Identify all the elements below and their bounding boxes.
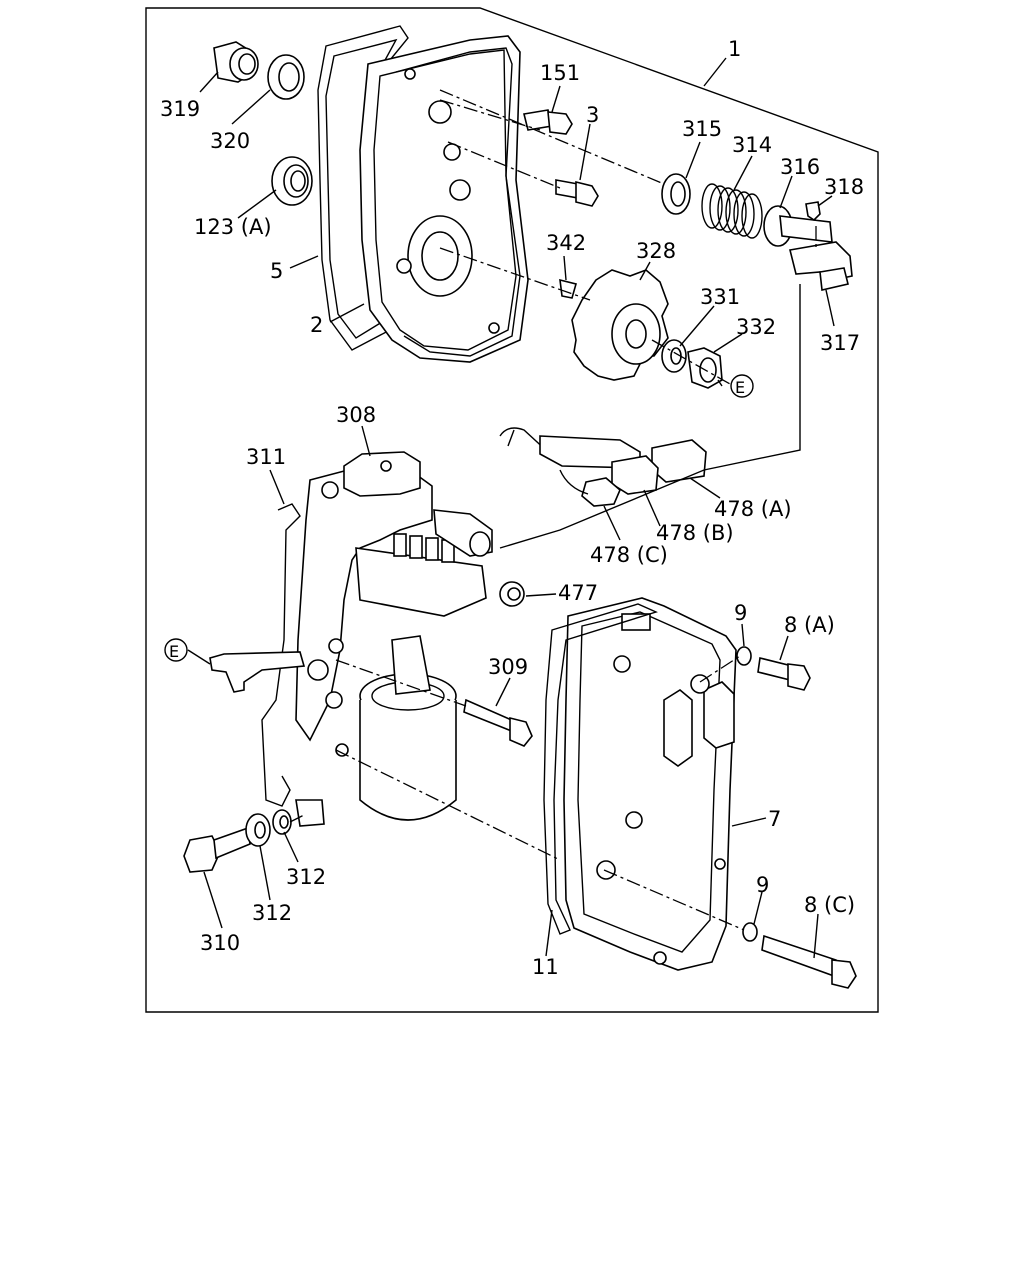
callout-315: 315 bbox=[682, 117, 722, 141]
callout-8c: 8 (C) bbox=[804, 893, 855, 917]
callout-1: 1 bbox=[728, 37, 741, 61]
bolt-8c bbox=[761, 934, 857, 989]
diagram-frame bbox=[145, 7, 879, 1013]
leader-lines bbox=[187, 57, 835, 959]
wire-harness-478 bbox=[499, 427, 707, 507]
callout-311: 311 bbox=[246, 445, 286, 469]
callout-312-left: 312 bbox=[252, 901, 292, 925]
cover-7 bbox=[563, 597, 737, 971]
oil-seal-123a bbox=[271, 156, 313, 206]
callout-123a: 123 (A) bbox=[194, 215, 272, 239]
washer-312-small bbox=[272, 809, 292, 835]
nut-477 bbox=[499, 581, 525, 607]
bolt-3 bbox=[555, 179, 599, 207]
shaft-316 bbox=[763, 205, 833, 247]
callout-e-lower: E bbox=[169, 642, 179, 661]
gasket-11 bbox=[543, 603, 658, 935]
callout-318: 318 bbox=[824, 175, 864, 199]
callout-317: 317 bbox=[820, 331, 860, 355]
callout-9-upper: 9 bbox=[734, 601, 747, 625]
callout-151: 151 bbox=[540, 61, 580, 85]
callout-320: 320 bbox=[210, 129, 250, 153]
callout-labels: 1 151 3 315 314 316 318 319 320 123 (A) … bbox=[160, 37, 864, 979]
actuator-assembly-308 bbox=[295, 451, 493, 827]
washer-9-lower bbox=[742, 922, 758, 942]
callout-319: 319 bbox=[160, 97, 200, 121]
washer-312-large bbox=[245, 813, 271, 847]
callout-2: 2 bbox=[310, 313, 323, 337]
washer-9-upper bbox=[736, 646, 752, 666]
callout-342: 342 bbox=[546, 231, 586, 255]
sensor-317 bbox=[789, 241, 853, 291]
callout-5: 5 bbox=[270, 259, 283, 283]
callout-477: 477 bbox=[558, 581, 598, 605]
callout-8a: 8 (A) bbox=[784, 613, 835, 637]
callout-3: 3 bbox=[586, 103, 599, 127]
callout-478c: 478 (C) bbox=[590, 543, 668, 567]
gasket-311 bbox=[261, 503, 301, 807]
spring-314 bbox=[701, 183, 763, 239]
callout-328: 328 bbox=[636, 239, 676, 263]
callout-e-upper: E bbox=[735, 378, 745, 397]
callout-478a: 478 (A) bbox=[714, 497, 792, 521]
washer-320 bbox=[267, 54, 305, 100]
bolt-310 bbox=[183, 826, 251, 873]
callout-312-right: 312 bbox=[286, 865, 326, 889]
retaining-ring-315 bbox=[661, 173, 691, 215]
gasket-5 bbox=[317, 25, 409, 351]
callout-11: 11 bbox=[532, 955, 559, 979]
callout-308: 308 bbox=[336, 403, 376, 427]
callout-316: 316 bbox=[780, 155, 820, 179]
callout-309: 309 bbox=[488, 655, 528, 679]
callout-478b: 478 (B) bbox=[656, 521, 734, 545]
housing-2 bbox=[359, 35, 529, 363]
nut-332 bbox=[687, 347, 723, 389]
plug-319 bbox=[213, 41, 259, 83]
key-342 bbox=[559, 278, 577, 299]
callout-314: 314 bbox=[732, 133, 772, 157]
bolt-309 bbox=[463, 698, 533, 747]
screw-318 bbox=[805, 201, 821, 222]
rotor-328 bbox=[571, 269, 669, 381]
marker-e-upper bbox=[730, 374, 754, 398]
callout-331: 331 bbox=[700, 285, 740, 309]
marker-e-lower bbox=[164, 638, 188, 662]
callout-7: 7 bbox=[768, 807, 781, 831]
washer-331 bbox=[661, 339, 687, 373]
callout-332: 332 bbox=[736, 315, 776, 339]
bolt-151 bbox=[523, 109, 573, 135]
link-lever bbox=[209, 651, 306, 693]
callout-9-lower: 9 bbox=[756, 873, 769, 897]
callout-310: 310 bbox=[200, 931, 240, 955]
bolt-8a bbox=[757, 657, 811, 691]
